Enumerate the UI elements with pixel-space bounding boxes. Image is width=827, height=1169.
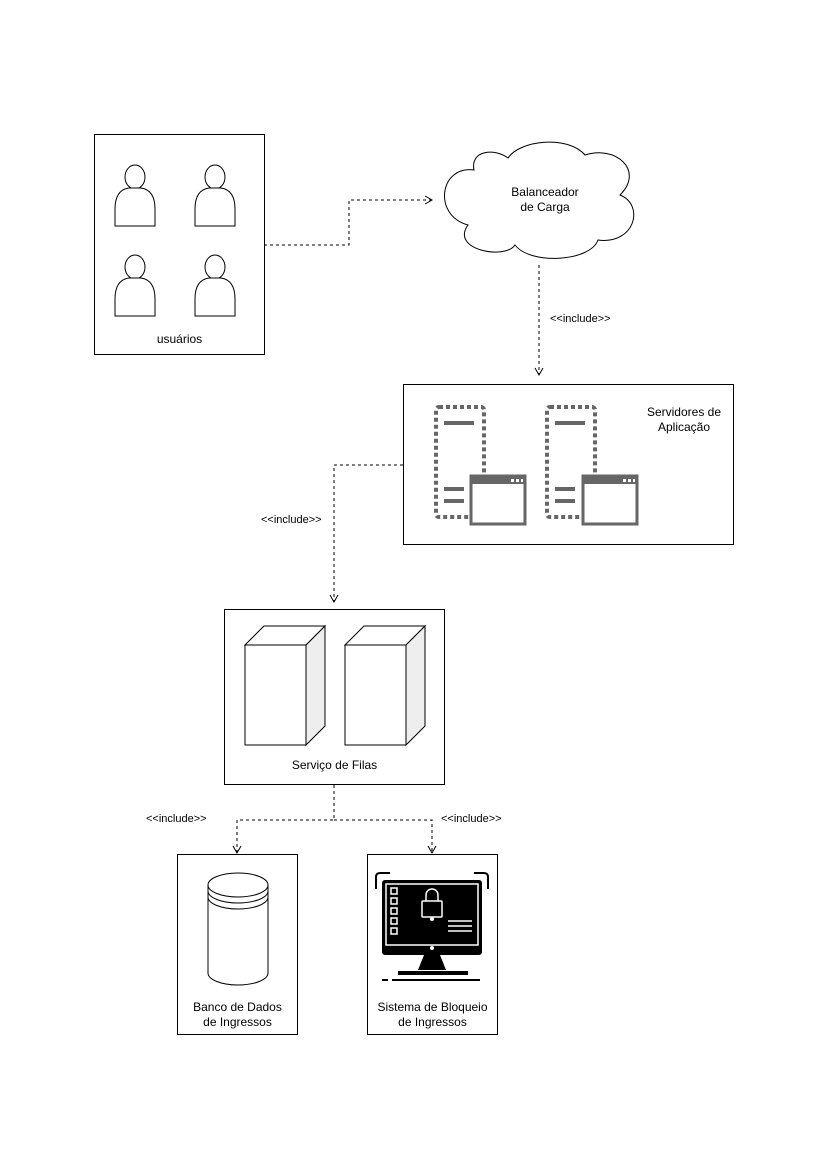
user-icon bbox=[114, 254, 156, 317]
queue-block-icons bbox=[243, 624, 427, 747]
database-label-2: de Ingressos bbox=[203, 1015, 272, 1029]
users-label: usuários bbox=[156, 332, 203, 346]
edge-label-lb-app: <<include>> bbox=[550, 313, 611, 325]
edge-label-app-queue: <<include>> bbox=[261, 514, 322, 526]
database-node[interactable]: Banco de Dados de Ingressos bbox=[177, 854, 298, 1035]
edge-label-queue-lock: <<include>> bbox=[441, 813, 502, 825]
users-icons bbox=[114, 164, 236, 317]
lock-system-node[interactable]: Sistema de Bloqueio de Ingressos bbox=[367, 854, 498, 1035]
load-balancer-label-2: de Carga bbox=[520, 200, 570, 214]
server-block-icon bbox=[343, 624, 427, 747]
queue-service-label: Serviço de Filas bbox=[291, 758, 378, 772]
users-node[interactable]: usuários bbox=[94, 134, 265, 355]
database-label-1: Banco de Dados bbox=[193, 1000, 282, 1014]
app-servers-node[interactable]: Servidores de Aplicação bbox=[403, 384, 734, 545]
edge-label-queue-db: <<include>> bbox=[146, 813, 207, 825]
app-server-icons bbox=[434, 405, 639, 526]
server-icon bbox=[434, 405, 527, 526]
user-icon bbox=[194, 254, 236, 317]
load-balancer-label-1: Balanceador bbox=[511, 185, 579, 199]
edge-app-to-queue bbox=[329, 460, 411, 604]
database-icon bbox=[207, 872, 269, 986]
cloud-icon bbox=[444, 141, 635, 259]
user-icon bbox=[194, 164, 236, 227]
queue-service-node[interactable]: Serviço de Filas bbox=[224, 609, 445, 785]
edge-queue-to-lock bbox=[334, 819, 437, 855]
app-servers-label-2: Aplicação bbox=[657, 420, 711, 434]
lock-system-label-1: Sistema de Bloqueio bbox=[377, 1000, 488, 1014]
server-block-icon bbox=[243, 624, 327, 747]
user-icon bbox=[114, 164, 156, 227]
server-icon bbox=[545, 405, 639, 526]
edge-users-to-lb bbox=[264, 195, 434, 246]
locked-monitor-icon bbox=[375, 872, 489, 981]
app-servers-label-1: Servidores de bbox=[646, 405, 722, 419]
lock-system-label-2: de Ingressos bbox=[398, 1015, 467, 1029]
